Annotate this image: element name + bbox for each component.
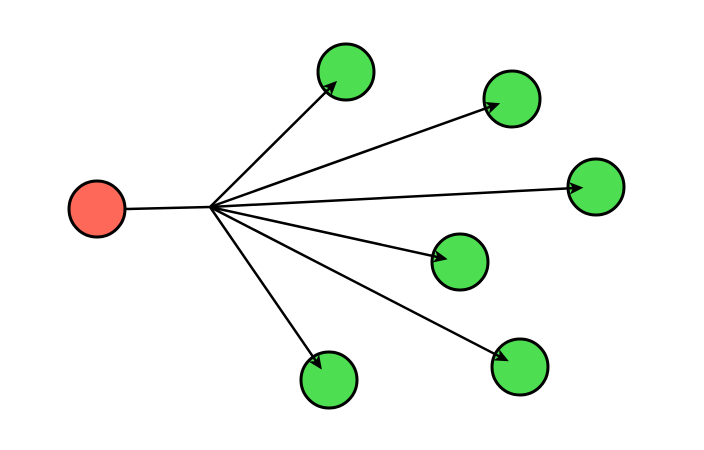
edge-arrow-2 [209,102,501,209]
target-node-4 [430,232,490,292]
source-node [67,179,127,239]
edge-arrow-6 [208,206,322,370]
target-node-5 [490,337,550,397]
edges-group [124,80,584,370]
target-node-6 [299,350,359,410]
edge-arrow-4 [209,205,448,263]
trunk-edge [124,205,211,211]
edge-arrow-3 [209,182,584,209]
target-node-2 [482,69,542,129]
target-node-3 [566,157,626,217]
edge-arrow-1 [209,80,338,208]
edge-arrow-5 [209,205,509,362]
nodes-group [67,42,626,410]
